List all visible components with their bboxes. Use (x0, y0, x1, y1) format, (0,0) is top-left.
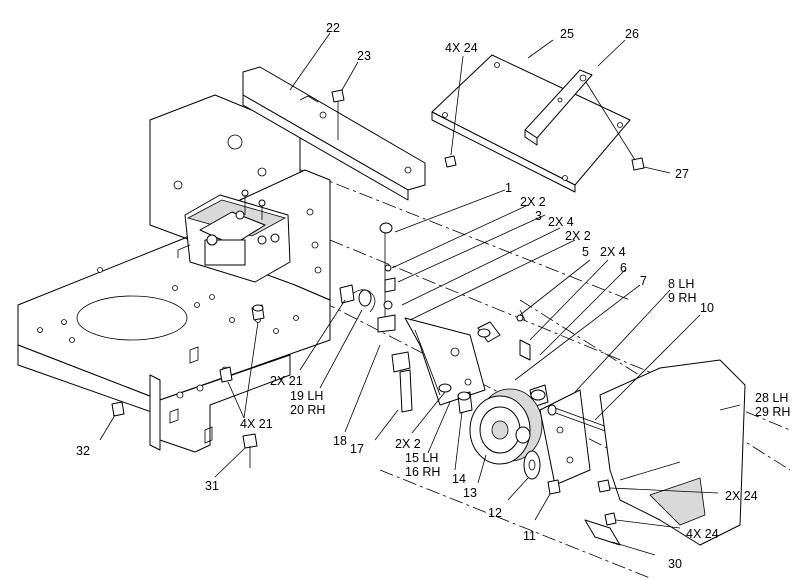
label-2x2-b: 2X 2 (565, 229, 591, 243)
label-3: 3 (535, 209, 542, 223)
label-17: 17 (350, 442, 364, 456)
label-2x2-a: 2X 2 (520, 195, 546, 209)
label-1: 1 (505, 181, 512, 195)
label-16-rh: 16 RH (405, 465, 440, 479)
label-7: 7 (640, 274, 647, 288)
part-14-spacer (457, 391, 473, 414)
label-4x21: 4X 21 (240, 417, 273, 431)
part-4x24-upper-screw (444, 155, 457, 168)
label-2x2-c: 2X 2 (395, 437, 421, 451)
part-21-nut (219, 304, 265, 383)
spacers (477, 309, 549, 408)
label-32: 32 (76, 444, 90, 458)
part-23-bolt (331, 89, 345, 140)
callout-labels: 22 23 4X 24 25 26 27 1 2X 2 3 2X 4 2X 2 … (76, 21, 790, 571)
part-1-linkage (377, 222, 396, 333)
part-13-pulley (469, 388, 543, 465)
label-30: 30 (668, 557, 682, 571)
label-10: 10 (700, 301, 714, 315)
part-28-cover-shield (599, 359, 746, 546)
part-26-angle-bracket (524, 69, 636, 161)
label-5: 5 (582, 245, 589, 259)
label-29-rh: 29 RH (755, 405, 790, 419)
part-27-screw (631, 157, 645, 171)
leader-lines (99, 32, 741, 556)
part-31-bolt (242, 433, 258, 468)
label-13: 13 (463, 486, 477, 500)
label-12: 12 (488, 506, 502, 520)
label-20-rh: 20 RH (290, 403, 325, 417)
part-30-bracket (584, 512, 621, 546)
label-22: 22 (326, 21, 340, 35)
label-2x4-b: 2X 4 (600, 245, 626, 259)
label-25: 25 (560, 27, 574, 41)
part-17-bolt (391, 351, 413, 413)
label-8-lh: 8 LH (668, 277, 694, 291)
label-2x21: 2X 21 (270, 374, 303, 388)
part-8-bracket (539, 389, 591, 486)
part-25-plate (431, 54, 631, 193)
part-32-nut (111, 401, 125, 417)
part-19-spring (339, 284, 376, 313)
part-12-washer (523, 450, 541, 480)
label-19-lh: 19 LH (290, 389, 323, 403)
label-18: 18 (333, 434, 347, 448)
label-28-lh: 28 LH (755, 391, 788, 405)
label-14: 14 (452, 472, 466, 486)
label-27: 27 (675, 167, 689, 181)
label-4x24-upper: 4X 24 (445, 41, 478, 55)
part-11-bolt (547, 479, 561, 495)
part-15-washer (438, 383, 452, 393)
label-15-lh: 15 LH (405, 451, 438, 465)
label-31: 31 (205, 479, 219, 493)
part-22-bracket (242, 66, 426, 201)
label-26: 26 (625, 27, 639, 41)
part-24-screw (597, 479, 611, 493)
label-23: 23 (357, 49, 371, 63)
label-2x24: 2X 24 (725, 489, 758, 503)
label-2x4-a: 2X 4 (548, 215, 574, 229)
label-6: 6 (620, 261, 627, 275)
pump-assembly (177, 189, 291, 283)
part-10-bolt (547, 404, 611, 433)
label-11: 11 (523, 529, 536, 543)
label-4x24-lower: 4X 24 (686, 527, 719, 541)
chassis-frame (17, 94, 331, 453)
label-9-rh: 9 RH (668, 291, 696, 305)
